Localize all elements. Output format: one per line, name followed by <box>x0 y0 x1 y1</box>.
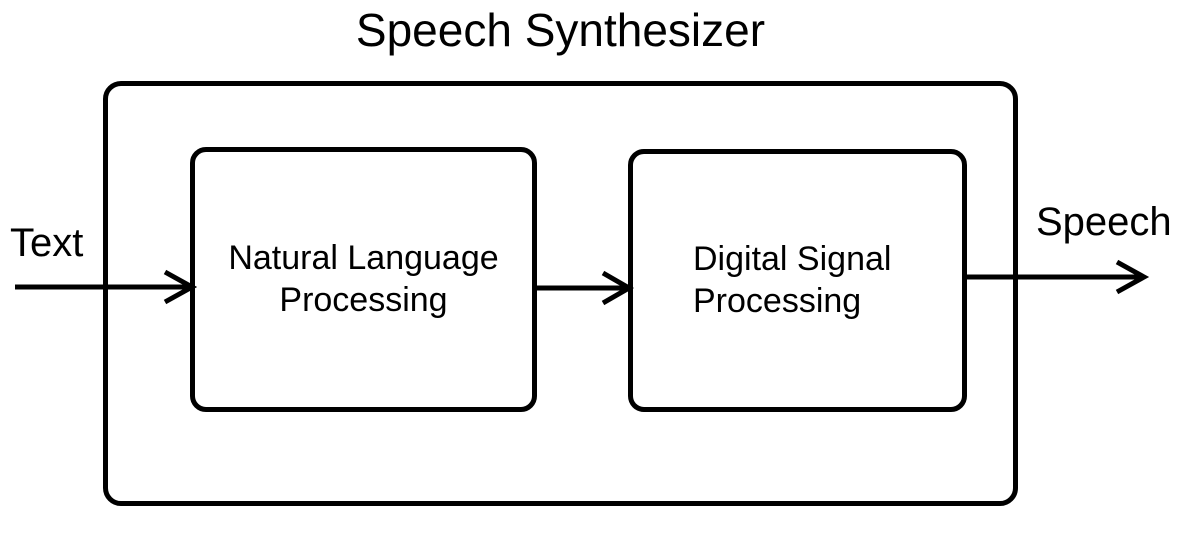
diagram-title: Speech Synthesizer <box>355 4 766 56</box>
dsp-block: Digital Signal Processing <box>628 149 967 412</box>
input-label: Text <box>10 221 84 265</box>
output-label: Speech <box>1036 200 1172 244</box>
nlp-block: Natural Language Processing <box>190 147 537 412</box>
arrowhead-icon <box>1115 259 1150 295</box>
